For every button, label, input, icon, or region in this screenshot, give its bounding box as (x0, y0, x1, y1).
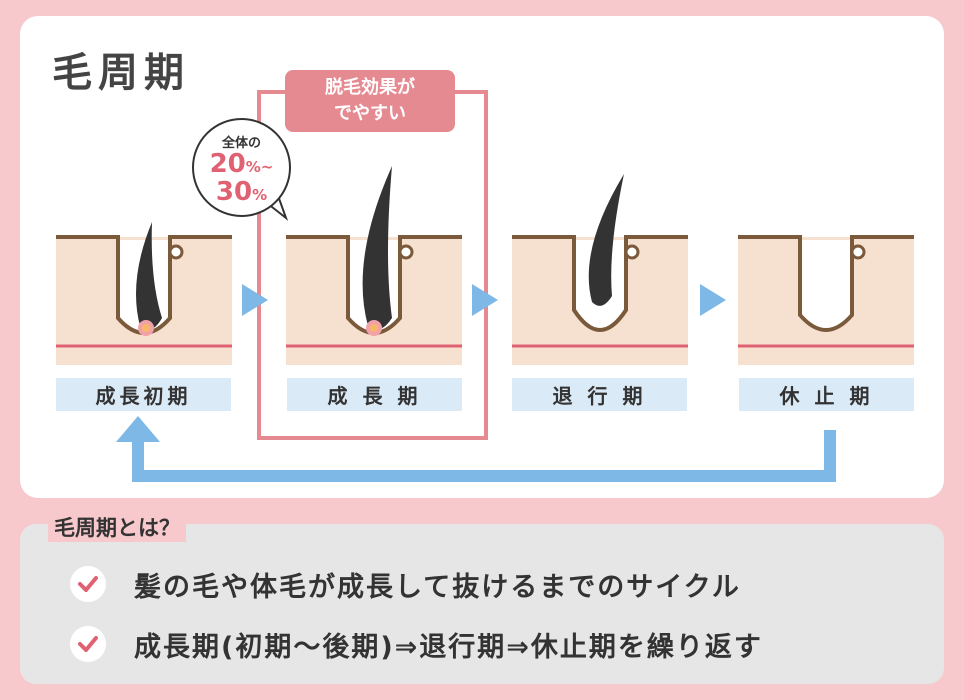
return-arrow-head (116, 416, 160, 442)
arrow-right-2 (472, 284, 498, 316)
skin-panel-resting (738, 235, 914, 365)
info-item-text: 髪の毛や体毛が成長して抜けるまでのサイクル (134, 571, 741, 603)
bubble-unit-2: % (252, 186, 268, 204)
skin-panel-regression (512, 174, 688, 365)
info-item-text: 成長期(初期～後期)⇒退行期⇒休止期を繰り返す (134, 631, 763, 663)
bubble-line-3: 30% (194, 178, 289, 209)
arrow-right-3 (700, 284, 726, 316)
return-arrow (132, 430, 836, 482)
page-title: 毛周期 (52, 50, 190, 96)
highlight-callout: 脱毛効果が でやすい (285, 70, 455, 132)
info-item-1: 髪の毛や体毛が成長して抜けるまでのサイクル (70, 562, 741, 606)
highlight-line-1: 脱毛効果が (325, 77, 415, 98)
bubble-number-20: 20 (209, 149, 246, 179)
check-icon (70, 566, 106, 602)
stage-label-growth: 成 長 期 (287, 378, 462, 411)
info-box (20, 524, 944, 684)
arrow-right-1 (242, 284, 268, 316)
skin-panel-early-growth (56, 222, 232, 365)
bubble-line-1: 全体の (221, 136, 261, 151)
info-item-2: 成長期(初期～後期)⇒退行期⇒休止期を繰り返す (70, 622, 763, 666)
bubble-line-2: 20%~ (194, 150, 289, 181)
stage-label-resting: 休 止 期 (739, 378, 914, 411)
bubble-number-30: 30 (215, 177, 253, 207)
stage-label-early-growth: 成長初期 (56, 378, 231, 411)
percentage-bubble: 全体の 20%~ 30% (192, 118, 291, 217)
skin-panel-growth (286, 166, 462, 365)
highlight-line-2: でやすい (334, 103, 406, 124)
stage-label-regression: 退 行 期 (512, 378, 687, 411)
info-heading: 毛周期とは？ (48, 512, 186, 542)
bubble-unit-1: %~ (245, 158, 274, 176)
check-icon (70, 626, 106, 662)
